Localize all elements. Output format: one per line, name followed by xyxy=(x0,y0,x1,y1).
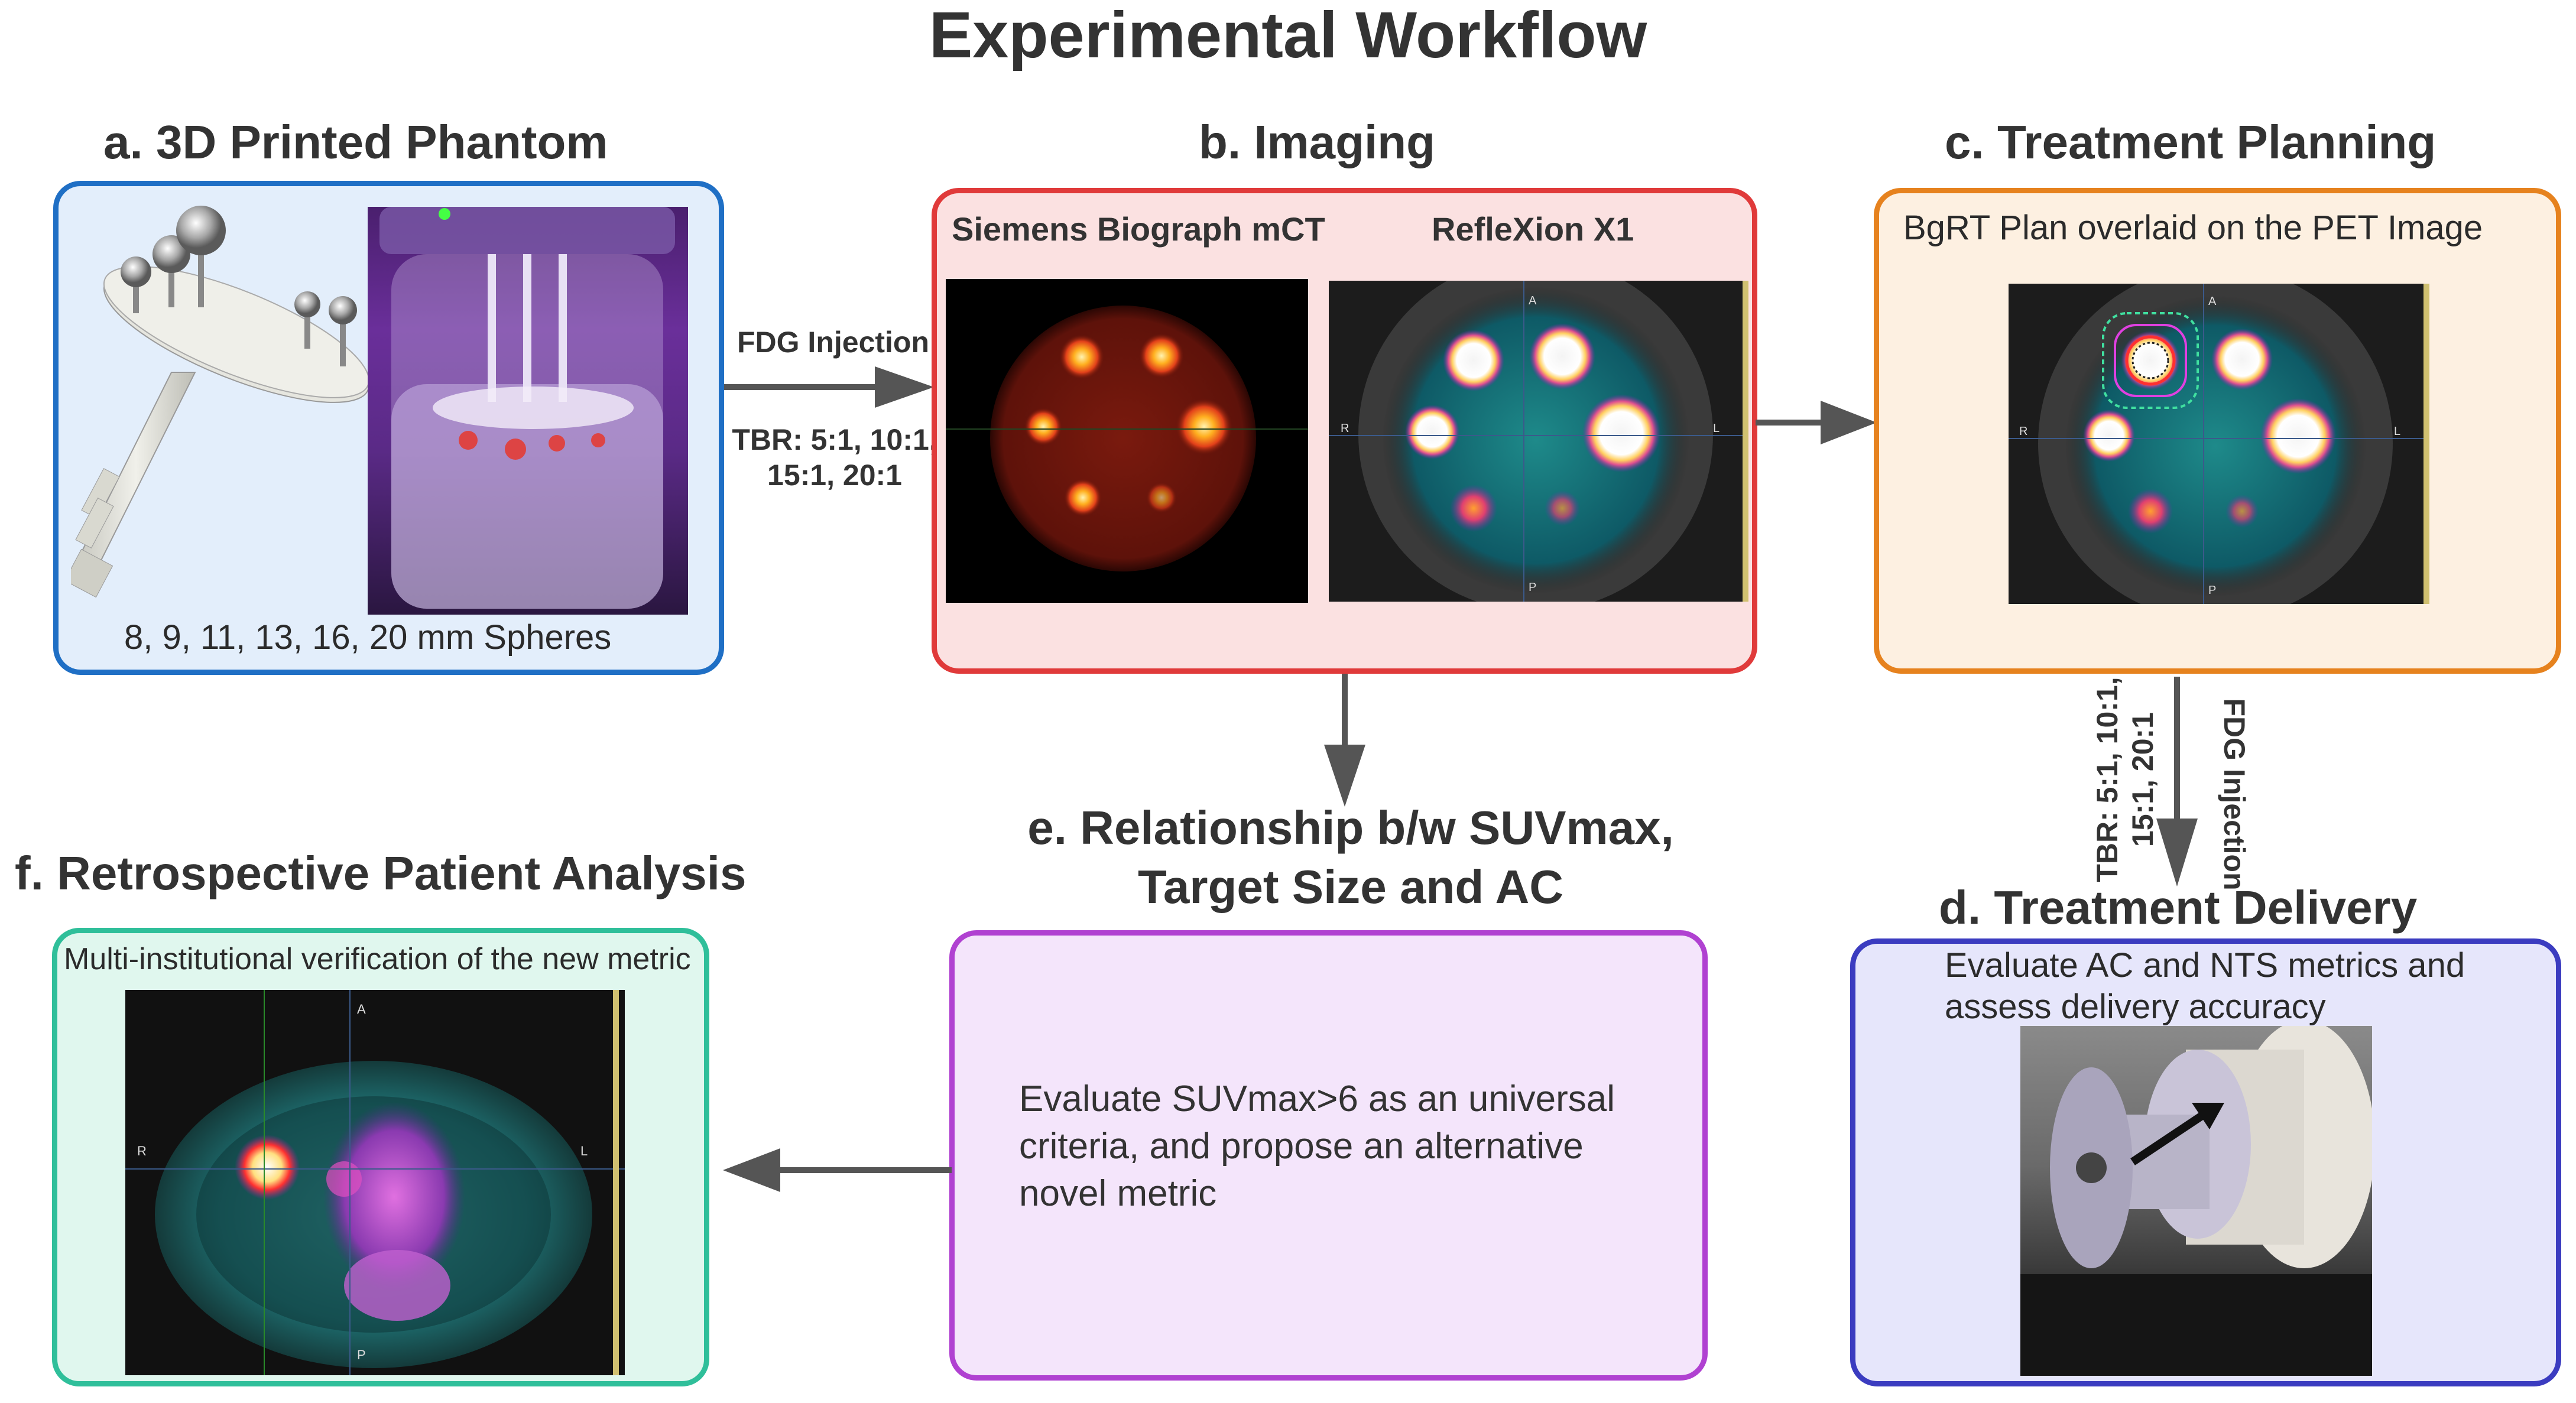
panel-b-title: b. Imaging xyxy=(1199,116,1435,168)
panel-a-caption: 8, 9, 11, 13, 16, 20 mm Spheres xyxy=(124,618,612,657)
arrow-a-to-b xyxy=(724,366,934,408)
panel-a-title: a. 3D Printed Phantom xyxy=(103,116,608,168)
panel-e-text-line2: criteria, and propose an alternative xyxy=(1019,1126,1584,1167)
siemens-pet-image xyxy=(946,279,1308,603)
reflexion-posterior-mark: P xyxy=(1529,581,1536,594)
arrow-ab-top-label: FDG Injection xyxy=(737,326,929,359)
patient-anterior-mark: A xyxy=(357,1002,366,1016)
panel-d-caption-line2: assess delivery accuracy xyxy=(1945,988,2326,1026)
panel-c-title: c. Treatment Planning xyxy=(1945,116,2437,168)
panel-b-right-label: RefleXion X1 xyxy=(1432,210,1634,248)
panel-e-title-line2: Target Size and AC xyxy=(1137,860,1564,913)
plan-left-mark: L xyxy=(2394,425,2400,438)
arrow-ab-bottom-label-1: TBR: 5:1, 10:1, xyxy=(732,423,937,456)
delivery-photo xyxy=(2020,1026,2372,1376)
panel-e-text-line3: novel metric xyxy=(1019,1173,1217,1214)
plan-right-mark: R xyxy=(2019,425,2027,438)
arrow-b-to-e xyxy=(1324,674,1365,807)
arrow-cd-left-label-1: TBR: 5:1, 10:1, xyxy=(2091,677,2124,882)
patient-pet-image: A P R L xyxy=(125,990,625,1375)
reflexion-left-mark: L xyxy=(1713,422,1720,435)
panel-f-caption: Multi-institutional verification of the … xyxy=(64,942,691,976)
arrow-c-to-d xyxy=(2156,677,2198,886)
panel-c-caption: BgRT Plan overlaid on the PET Image xyxy=(1903,209,2483,247)
panel-e-text-line1: Evaluate SUVmax>6 as an universal xyxy=(1019,1079,1615,1119)
reflexion-right-mark: R xyxy=(1341,422,1349,435)
plan-anterior-mark: A xyxy=(2208,295,2217,308)
phantom-photo xyxy=(368,207,688,615)
plan-posterior-mark: P xyxy=(2208,584,2216,597)
panel-d-title: d. Treatment Delivery xyxy=(1939,881,2418,934)
arrow-ab-bottom-label-2: 15:1, 20:1 xyxy=(767,459,902,492)
patient-left-mark: L xyxy=(580,1144,588,1158)
reflexion-pet-image: A P R L xyxy=(1329,281,1748,602)
patient-posterior-mark: P xyxy=(357,1347,366,1362)
panel-e-title-line1: e. Relationship b/w SUVmax, xyxy=(1027,801,1674,854)
arrow-cd-right-label: FDG Injection xyxy=(2218,698,2251,891)
phantom-cad-drawing xyxy=(71,206,370,598)
arrow-b-to-c xyxy=(1756,401,1877,444)
bgrt-plan-image: A P R L xyxy=(2009,284,2429,604)
panel-e xyxy=(949,930,1708,1381)
diagram-title: Experimental Workflow xyxy=(929,0,1647,72)
panel-f-title: f. Retrospective Patient Analysis xyxy=(15,847,747,899)
panel-b-left-label: Siemens Biograph mCT xyxy=(952,210,1325,248)
panel-d-caption-line1: Evaluate AC and NTS metrics and xyxy=(1945,946,2465,985)
patient-right-mark: R xyxy=(137,1144,147,1158)
arrow-cd-left-label-2: 15:1, 20:1 xyxy=(2126,712,2159,847)
reflexion-anterior-mark: A xyxy=(1529,294,1537,307)
arrow-e-to-f xyxy=(723,1148,952,1192)
